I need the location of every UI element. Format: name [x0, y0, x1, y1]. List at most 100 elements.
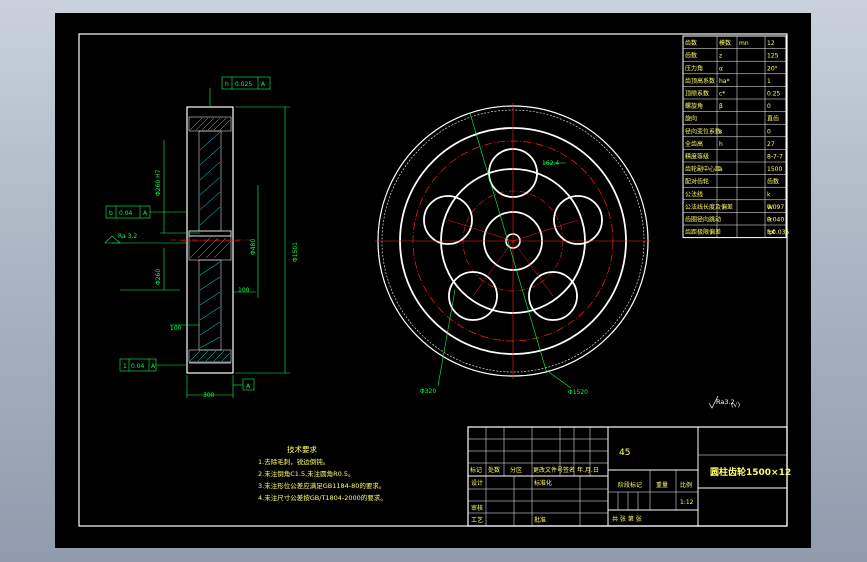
frame-value: 0.025: [235, 81, 252, 88]
param-cell: c*: [719, 91, 725, 98]
param-cell: 20°: [767, 65, 778, 72]
param-cell: 0.25: [767, 91, 781, 98]
param-cell: 模数: [719, 39, 731, 47]
dim-hub-bore: Φ260: [155, 269, 162, 285]
parallel-tolerance-frame: b 0.04 A: [105, 205, 151, 219]
param-cell: x: [719, 128, 723, 135]
runout-tolerance-frame: h 0.025 A: [221, 76, 271, 90]
datum-marker: A: [242, 378, 255, 391]
gear-parameter-table: 齿数 模数 mn 12 齿数 z 125 压力角 α 20° 齿顶高系数 ha* 1 顶隙系数 c* 0.25…: [682, 35, 789, 239]
param-cell: W: [767, 204, 773, 211]
hole-dimension: 162.4: [542, 160, 559, 167]
param-cell: 齿顶高系数: [685, 77, 715, 85]
param-value: ±0.035: [767, 229, 789, 236]
svg-text:0.04: 0.04: [119, 210, 133, 217]
param-cell: 0: [767, 103, 771, 110]
tech-heading: 技术要求: [287, 444, 317, 454]
param-cell: z: [719, 53, 722, 60]
svg-text:1:12: 1:12: [680, 499, 694, 506]
param-cell: 齿圈径向跳动: [685, 216, 721, 224]
param-cell: 配对齿轮: [685, 178, 709, 186]
param-cell: 旋向: [685, 115, 697, 123]
svg-text:1: 1: [123, 363, 127, 370]
svg-text:工艺: 工艺: [471, 516, 483, 524]
dim-pitch: Φ1501: [292, 242, 299, 262]
drawing-sheet: [55, 13, 811, 548]
svg-text:标记: 标记: [470, 466, 482, 474]
drawing-border: [78, 33, 788, 527]
svg-text:批准: 批准: [534, 516, 546, 524]
dim-keyway: Φ260 H7: [155, 169, 162, 196]
param-cell: 1: [767, 78, 771, 85]
bottom-tolerance-frame: 1 0.04 A: [119, 358, 157, 372]
dim-hub-outer: Φ480: [250, 239, 257, 255]
param-cell: 齿距极限偏差: [685, 228, 721, 236]
param-cell: 压力角: [685, 64, 703, 72]
param-cell: 125: [767, 53, 779, 60]
tech-item: 3.未注形位公差应满足GB1184-80的要求。: [258, 481, 385, 490]
gear-section-view: [104, 88, 290, 398]
dim-circle-b: Φ1520: [568, 389, 588, 396]
param-cell: 齿数: [685, 52, 697, 60]
svg-text:审核: 审核: [471, 504, 483, 512]
param-cell: 齿轮副中心距: [685, 165, 721, 173]
material-label: 45: [619, 448, 630, 458]
title-block: [467, 426, 788, 527]
param-cell: 12: [767, 40, 775, 47]
dim-circle-a: Φ320: [420, 388, 436, 395]
param-cell: a: [719, 166, 723, 173]
tech-item: 1.去除毛刺，锐边倒钝。: [258, 457, 329, 466]
frame-datum: A: [261, 81, 266, 88]
param-cell: α: [719, 65, 723, 72]
param-cell: 1500: [767, 166, 782, 173]
param-cell: 直齿: [767, 115, 779, 123]
tech-item: 4.未注尺寸公差按GB/T1804-2000的要求。: [258, 493, 387, 502]
param-cell: 0: [767, 128, 771, 135]
technical-requirements: 技术要求 1.去除毛刺，锐边倒钝。 2.未注倒角C1.5,未注圆角R0.5。 3…: [258, 444, 387, 502]
svg-text:重量: 重量: [656, 481, 668, 489]
svg-text:标准化: 标准化: [534, 479, 552, 487]
param-cell: fpt: [767, 229, 776, 236]
svg-text:阶段标记: 阶段标记: [618, 481, 642, 489]
svg-text:共 张 第 张: 共 张 第 张: [612, 515, 642, 523]
svg-text:比例: 比例: [680, 481, 692, 489]
frame-symbol: h: [225, 81, 229, 88]
gear-front-view: [375, 103, 651, 389]
svg-text:签名: 签名: [563, 466, 575, 474]
param-value: 0.097: [767, 204, 784, 211]
param-cell: mn: [739, 40, 749, 47]
tech-item: 2.未注倒角C1.5,未注圆角R0.5。: [258, 469, 355, 478]
svg-text:(√): (√): [731, 401, 740, 409]
param-value: 0.040: [767, 217, 784, 224]
param-cell: β: [719, 103, 723, 110]
dim-width: 300: [203, 392, 215, 399]
svg-text:Ra3.2: Ra3.2: [716, 398, 735, 406]
param-cell: 公法线: [685, 190, 703, 198]
svg-text:处数: 处数: [488, 466, 500, 474]
param-cell: 8-7-7: [767, 154, 783, 161]
svg-text:分区: 分区: [510, 466, 522, 474]
svg-text:年.月.日: 年.月.日: [577, 466, 599, 474]
svg-text:设计: 设计: [471, 479, 483, 487]
param-cell: 公法线长度及偏差: [685, 203, 733, 211]
param-cell: 27: [767, 141, 775, 148]
svg-text:b: b: [109, 210, 113, 217]
title-block-text: 标记 处数 分区 更改文件号 签名 年.月.日 设计 标准化 审核 工艺 批准 …: [470, 448, 791, 524]
param-cell: 螺旋角: [685, 102, 703, 110]
dim-rim: 100: [238, 287, 250, 294]
param-cell: 顶隙系数: [685, 90, 709, 98]
param-cell: k: [767, 191, 771, 198]
param-cell: 径向变位系数: [685, 127, 721, 135]
svg-text:A: A: [246, 383, 251, 390]
param-cell: 齿数: [767, 178, 779, 186]
svg-text:A: A: [143, 210, 148, 217]
param-cell: h: [719, 141, 723, 148]
svg-text:更改文件号: 更改文件号: [533, 466, 563, 474]
param-cell: 齿数: [685, 39, 697, 47]
param-cell: ha*: [719, 78, 729, 85]
param-cell: Fr: [767, 217, 773, 224]
general-roughness-symbol: Ra3.2 (√): [708, 395, 740, 409]
svg-text:0.04: 0.04: [131, 363, 145, 370]
dim-web: 100: [170, 325, 182, 332]
